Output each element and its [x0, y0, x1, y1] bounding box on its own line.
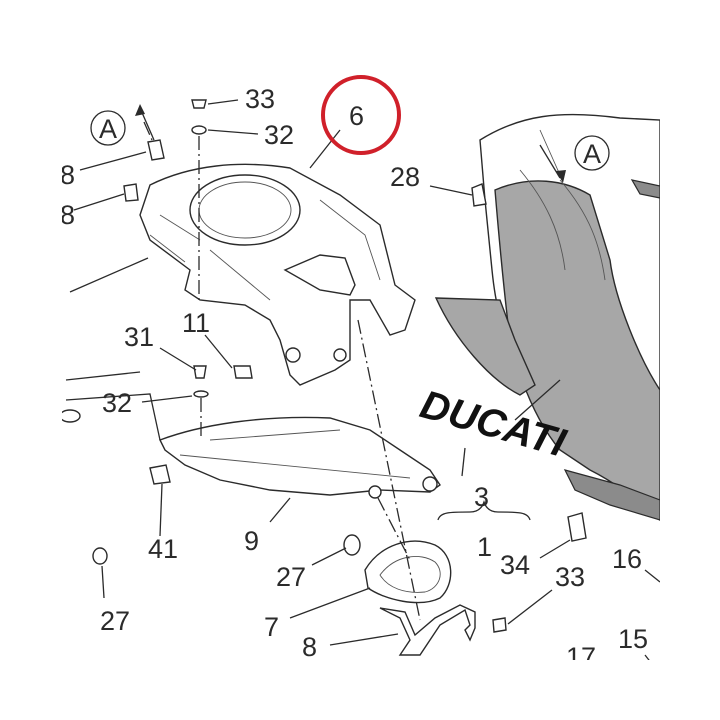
callout-33-bottom[interactable]: 33 [555, 562, 585, 592]
callout-33-top[interactable]: 33 [245, 84, 275, 114]
callout-3[interactable]: 3 [474, 482, 489, 512]
assembly-axes [143, 121, 421, 621]
callout-34[interactable]: 34 [500, 550, 530, 580]
highlight-ring [321, 75, 401, 155]
leader-lines [65, 99, 661, 665]
callout-15[interactable]: 15 [618, 624, 648, 654]
callout-9[interactable]: 9 [244, 526, 259, 556]
bracket [379, 604, 476, 656]
reference-a-left: A [90, 110, 126, 146]
tank-top-cover [139, 163, 416, 386]
filler-seal [364, 540, 452, 604]
lower-tray [159, 416, 441, 499]
callout-28[interactable]: 28 [390, 162, 420, 192]
right-crop-mask [660, 0, 720, 720]
callout-32-top[interactable]: 32 [264, 120, 294, 150]
callout-8-left-mid[interactable]: 8 [60, 200, 75, 230]
callout-11[interactable]: 11 [182, 308, 210, 338]
callout-8-left-top[interactable]: 8 [60, 160, 75, 190]
reference-a-right-label: A [583, 139, 601, 169]
callout-7[interactable]: 7 [264, 612, 279, 642]
arrows [135, 104, 566, 183]
callout-31[interactable]: 31 [124, 322, 154, 352]
callout-8-bottom[interactable]: 8 [302, 632, 317, 662]
left-crop-mask [0, 0, 62, 720]
bottom-crop-mask [0, 660, 720, 720]
callout-27-left[interactable]: 27 [100, 606, 130, 636]
callout-32-mid[interactable]: 32 [102, 388, 132, 418]
callout-16[interactable]: 16 [612, 544, 642, 574]
reference-a-right: A [574, 135, 610, 171]
reference-a-left-label: A [99, 114, 117, 144]
tank-side-panel [434, 113, 661, 522]
callout-41[interactable]: 41 [148, 534, 178, 564]
callout-numbers: 33 32 6 28 8 8 11 31 32 41 9 27 27 7 8 3… [60, 84, 648, 672]
hardware [59, 99, 587, 633]
callout-27-mid[interactable]: 27 [276, 562, 306, 592]
callout-6[interactable]: 6 [349, 101, 364, 131]
callout-1[interactable]: 1 [477, 532, 492, 562]
